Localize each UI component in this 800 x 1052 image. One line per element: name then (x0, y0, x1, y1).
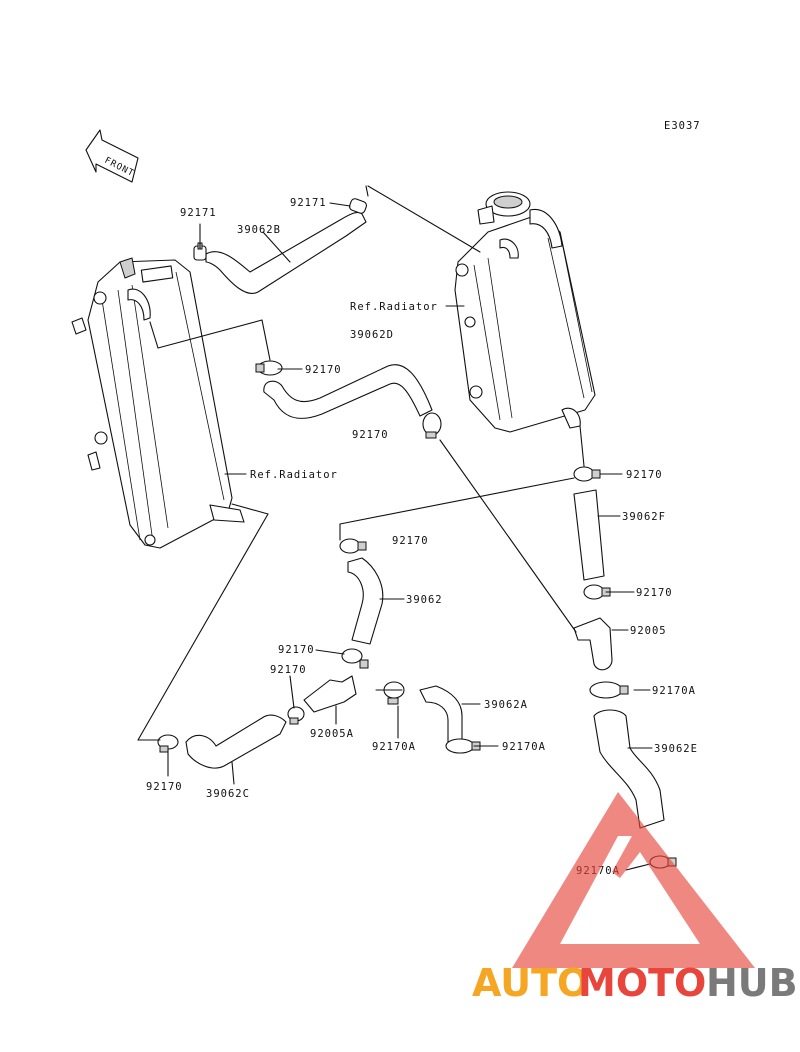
label-92005: 92005 (630, 625, 667, 637)
hose-39062a (419, 685, 463, 745)
hose-39062d (263, 364, 433, 419)
hose-39062e (593, 709, 665, 829)
hose-39062 (347, 557, 384, 645)
watermark-text-moto: MOTO (578, 961, 706, 1005)
label-92170: 92170 (278, 644, 315, 656)
leader-lines (137, 185, 653, 871)
label-92170a: 92170A (652, 685, 696, 697)
watermark-text-hub: HUB (706, 961, 798, 1005)
watermark-triangle-icon (512, 792, 755, 968)
label-39062f: 39062F (622, 511, 666, 523)
clamp-icon (422, 412, 442, 439)
label-ref-radiator: Ref.Radiator (350, 301, 438, 313)
watermark-logo (512, 792, 755, 968)
joint-92005a (303, 675, 357, 713)
label-39062e: 39062E (654, 743, 698, 755)
clamp-icon (349, 198, 367, 214)
watermark-text-auto: AUTO (472, 961, 589, 1005)
label-39062: 39062 (406, 594, 443, 606)
label-39062a: 39062A (484, 699, 528, 711)
label-92170: 92170 (352, 429, 389, 441)
clamp-icon (287, 706, 305, 725)
label-92170: 92170 (636, 587, 673, 599)
clamp-icon (255, 360, 283, 376)
diagram-code: E3037 (664, 120, 701, 132)
clamp-icon (341, 648, 369, 669)
clamp-icon (589, 681, 629, 699)
label-ref-radiator: Ref.Radiator (250, 469, 338, 481)
label-39062d: 39062D (350, 329, 394, 341)
label-92171: 92171 (290, 197, 327, 209)
label-92170: 92170 (392, 535, 429, 547)
clamp-icon (573, 466, 601, 482)
label-92170a: 92170A (502, 741, 546, 753)
hose-39062f (573, 489, 605, 581)
joint-92005 (573, 617, 613, 671)
right-radiator (454, 191, 596, 433)
hose-39062b (205, 211, 367, 294)
label-92171: 92171 (180, 207, 217, 219)
label-92005a: 92005A (310, 728, 354, 740)
label-92170: 92170 (626, 469, 663, 481)
clamp-icon (383, 681, 405, 705)
left-radiator (71, 257, 245, 549)
label-92170: 92170 (270, 664, 307, 676)
front-arrow-icon: FRONT (85, 129, 139, 183)
clamp-icon (339, 538, 367, 554)
label-92170: 92170 (146, 781, 183, 793)
hose-39062c (185, 714, 287, 769)
label-92170a: 92170A (372, 741, 416, 753)
label-39062c: 39062C (206, 788, 250, 800)
label-39062b: 39062B (237, 224, 281, 236)
clamp-icon (157, 734, 179, 753)
label-92170: 92170 (305, 364, 342, 376)
